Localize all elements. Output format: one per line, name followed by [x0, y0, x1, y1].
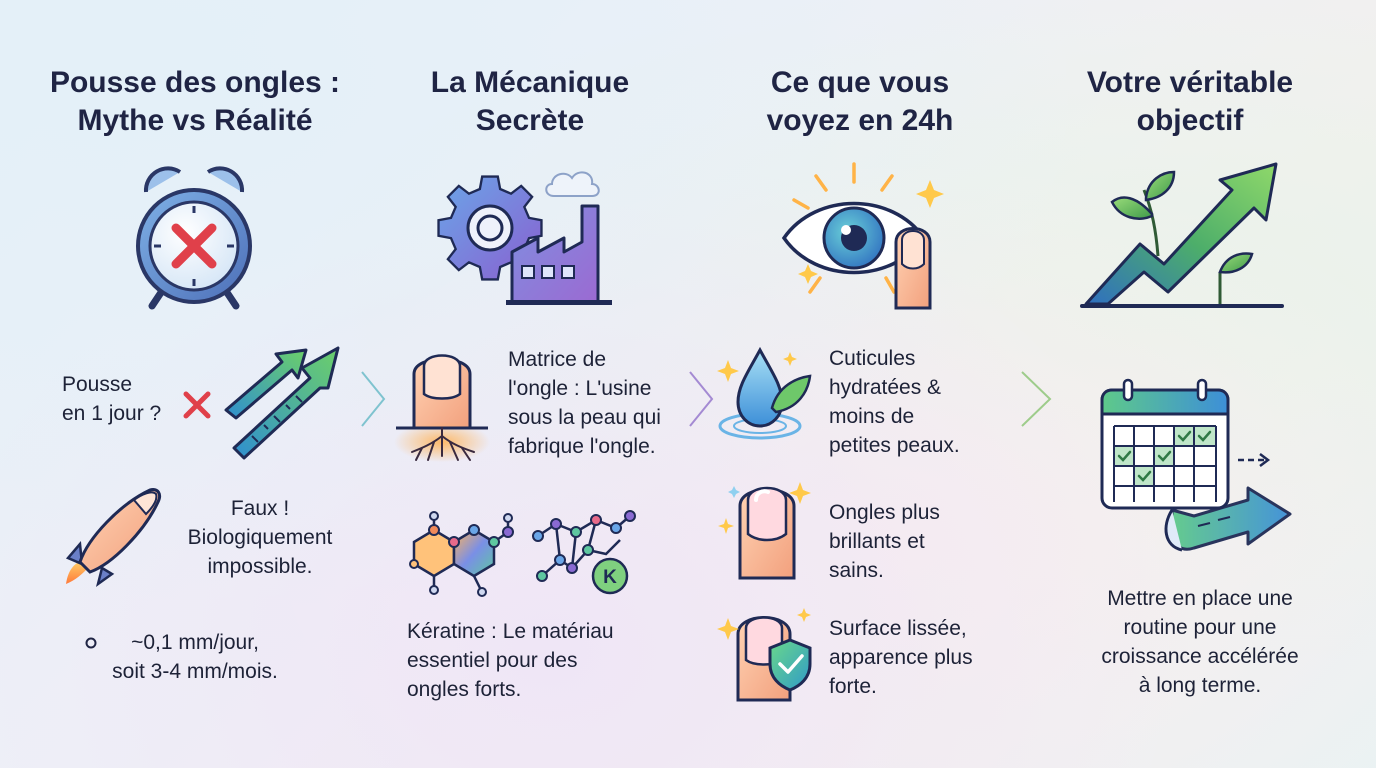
bullet-icon	[85, 637, 97, 649]
droplet-leaf-icon	[717, 346, 812, 440]
shiny-nail-icon	[718, 482, 811, 580]
red-cross-icon	[183, 391, 211, 419]
fact-text: Faux ! Biologiquement impossible.	[187, 497, 333, 578]
k-badge-label: K	[603, 567, 617, 588]
cuticles-text: Cuticules hydratées & moins de petites p…	[829, 347, 960, 457]
divider-3	[1021, 160, 1052, 700]
divider-2	[689, 160, 714, 700]
plant-growth-arrow-icon	[1080, 162, 1284, 308]
finger-root-icon	[394, 354, 490, 462]
column-4-title: Votre véritable objectif	[1086, 66, 1294, 137]
ruler-arrow-icon	[224, 346, 340, 460]
clock-cross-icon	[136, 166, 252, 310]
column-3-title: Ce que vous voyez en 24h	[766, 66, 954, 137]
eye-finger-icon	[781, 162, 944, 310]
shiny-text: Ongles plus brillants et sains.	[829, 501, 940, 582]
surface-text: Surface lissée, apparence plus forte.	[829, 617, 973, 698]
column-1-title: Pousse des ongles : Mythe vs Réalité	[49, 66, 341, 137]
divider-1	[361, 160, 386, 700]
k-badge	[591, 557, 629, 595]
nail-shield-icon	[717, 608, 812, 702]
keratin-text: Kératine : Le matériau essentiel pour de…	[407, 620, 614, 701]
rocket-finger-icon	[65, 488, 162, 587]
calendar-arrow-icon	[1100, 378, 1292, 552]
matrix-text: Matrice de l'ongle : L'usine sous la pea…	[508, 348, 661, 458]
goal-text: Mettre en place une routine pour une cro…	[1101, 587, 1299, 697]
myth-text: Pousse en 1 jour ?	[62, 373, 162, 425]
gear-factory-icon	[437, 171, 612, 305]
keratin-molecule-icon: K	[409, 510, 636, 597]
reality-text: ~0,1 mm/jour, soit 3-4 mm/mois.	[112, 631, 278, 683]
column-2-title: La Mécanique Secrète	[430, 66, 630, 137]
